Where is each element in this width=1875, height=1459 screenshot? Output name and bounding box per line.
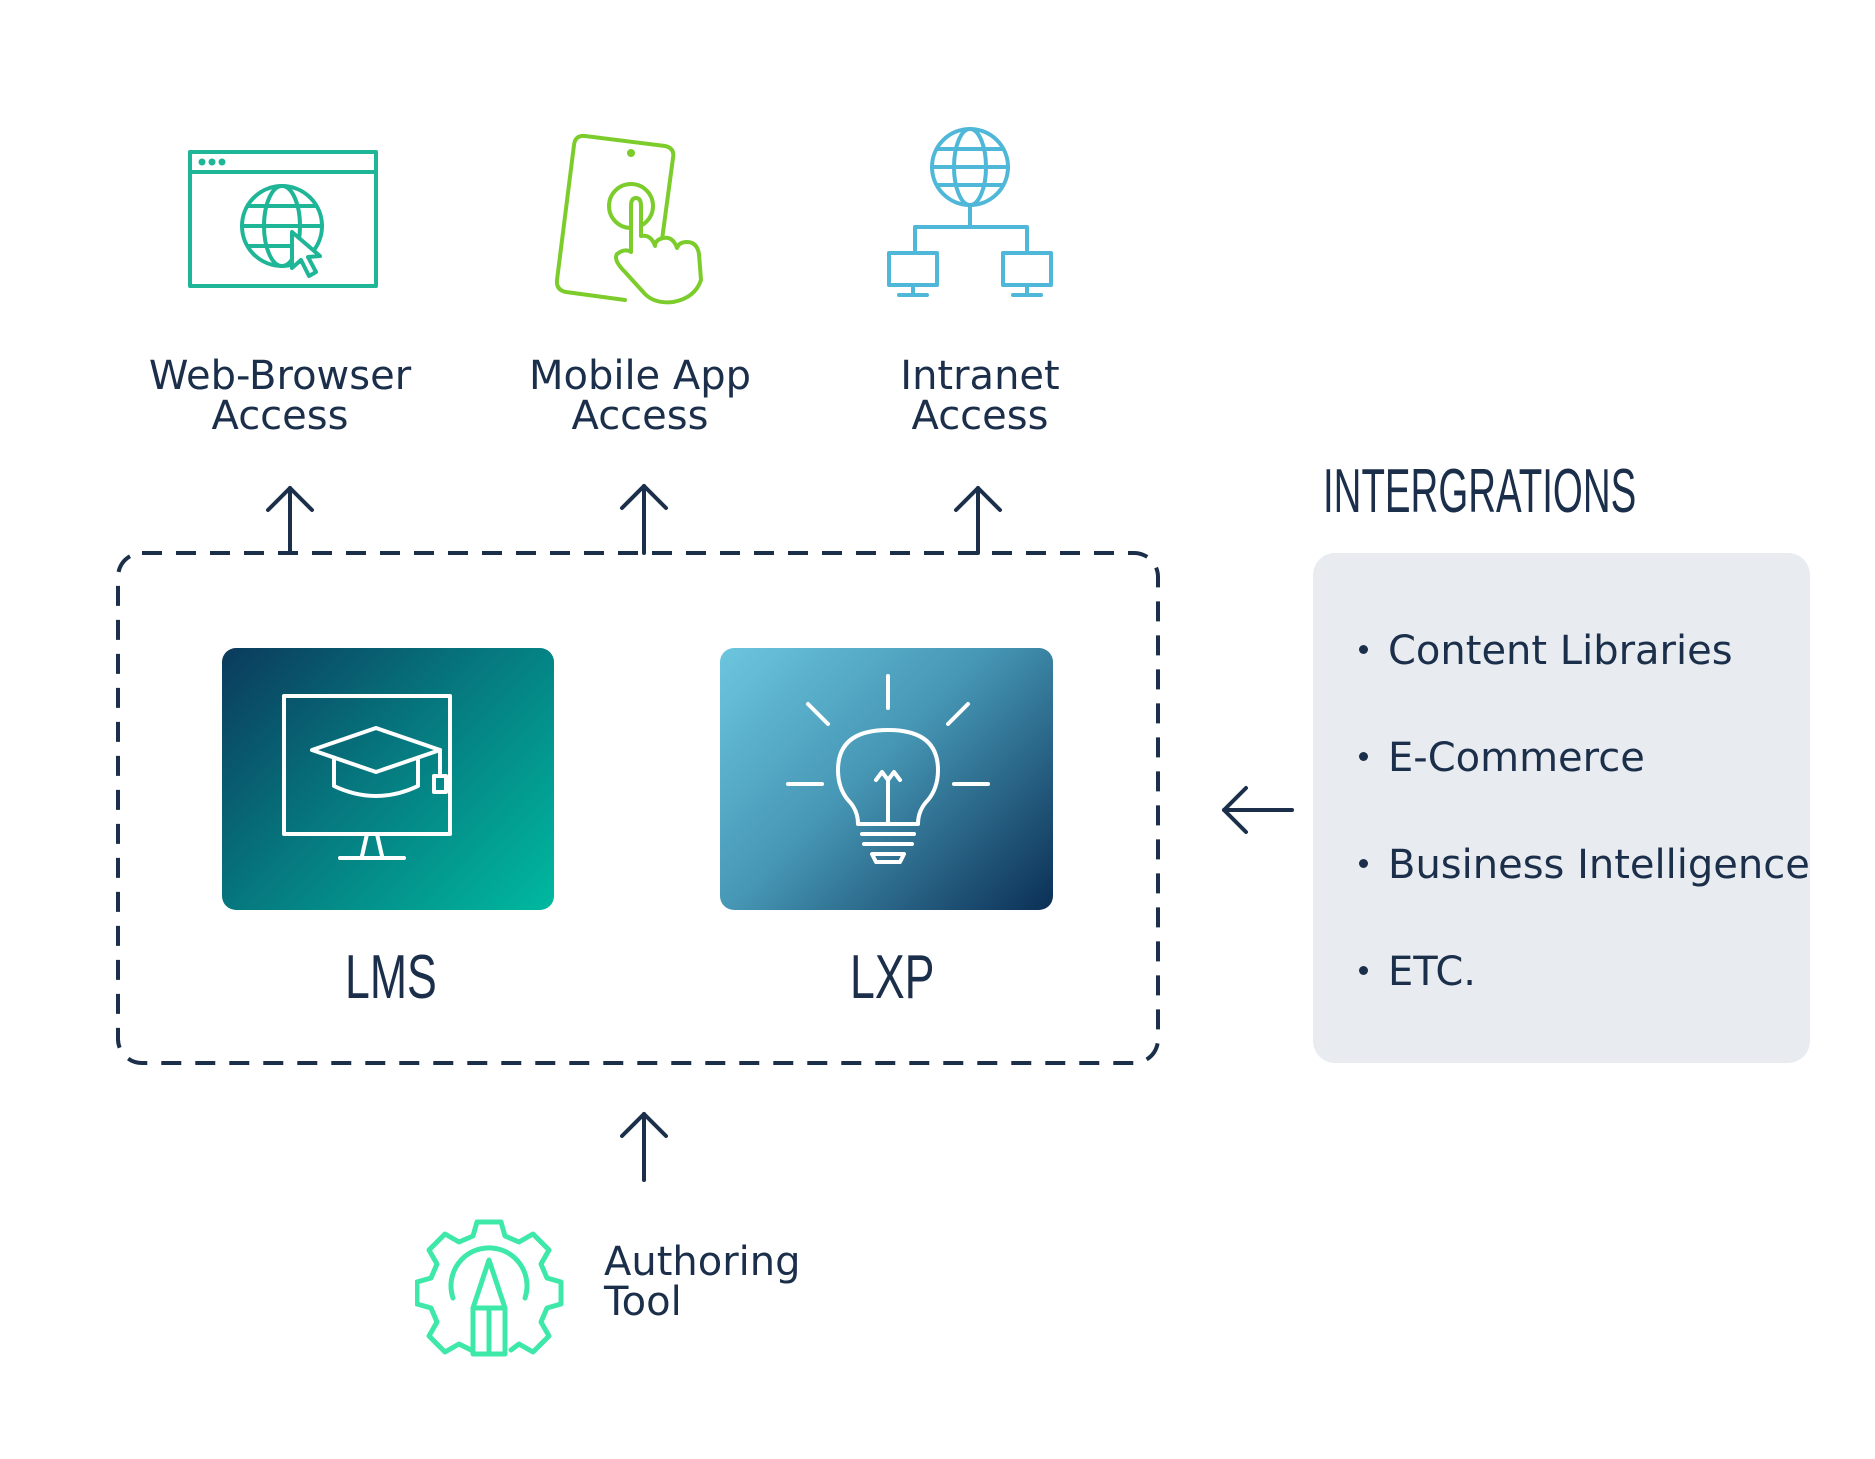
lxp-label: LXP xyxy=(850,943,935,1012)
arrow-left-integrations xyxy=(1222,786,1294,834)
integration-item: ETC. xyxy=(1359,952,1810,1059)
arrow-up-authoring xyxy=(620,1112,668,1182)
integration-item: Business Intelligence xyxy=(1359,845,1810,952)
integrations-list: Content Libraries E-Commerce Business In… xyxy=(1359,631,1810,1059)
integration-item: E-Commerce xyxy=(1359,738,1810,845)
arrow-up-intranet xyxy=(954,486,1002,555)
web-browser-globe-cursor-icon xyxy=(188,150,378,288)
lxp-card xyxy=(720,648,1053,910)
integrations-panel: Content Libraries E-Commerce Business In… xyxy=(1313,553,1810,1063)
lightbulb-icon xyxy=(786,674,990,864)
mobile-phone-tap-icon xyxy=(555,133,703,305)
arrow-up-web xyxy=(266,486,314,555)
bullet-icon xyxy=(1359,965,1368,975)
gear-pencil-icon xyxy=(415,1219,564,1357)
integration-item: Content Libraries xyxy=(1359,631,1810,738)
bullet-icon xyxy=(1359,858,1368,868)
integrations-title: INTERGRATIONS xyxy=(1323,457,1637,526)
platform-dashed-container xyxy=(116,551,1160,1065)
lms-card xyxy=(222,648,554,910)
arrow-up-mobile xyxy=(620,484,668,555)
bullet-icon xyxy=(1359,644,1368,654)
bullet-icon xyxy=(1359,751,1368,761)
lms-label: LMS xyxy=(345,943,437,1012)
monitor-graduation-cap-icon xyxy=(282,694,452,860)
intranet-network-icon xyxy=(887,127,1053,297)
